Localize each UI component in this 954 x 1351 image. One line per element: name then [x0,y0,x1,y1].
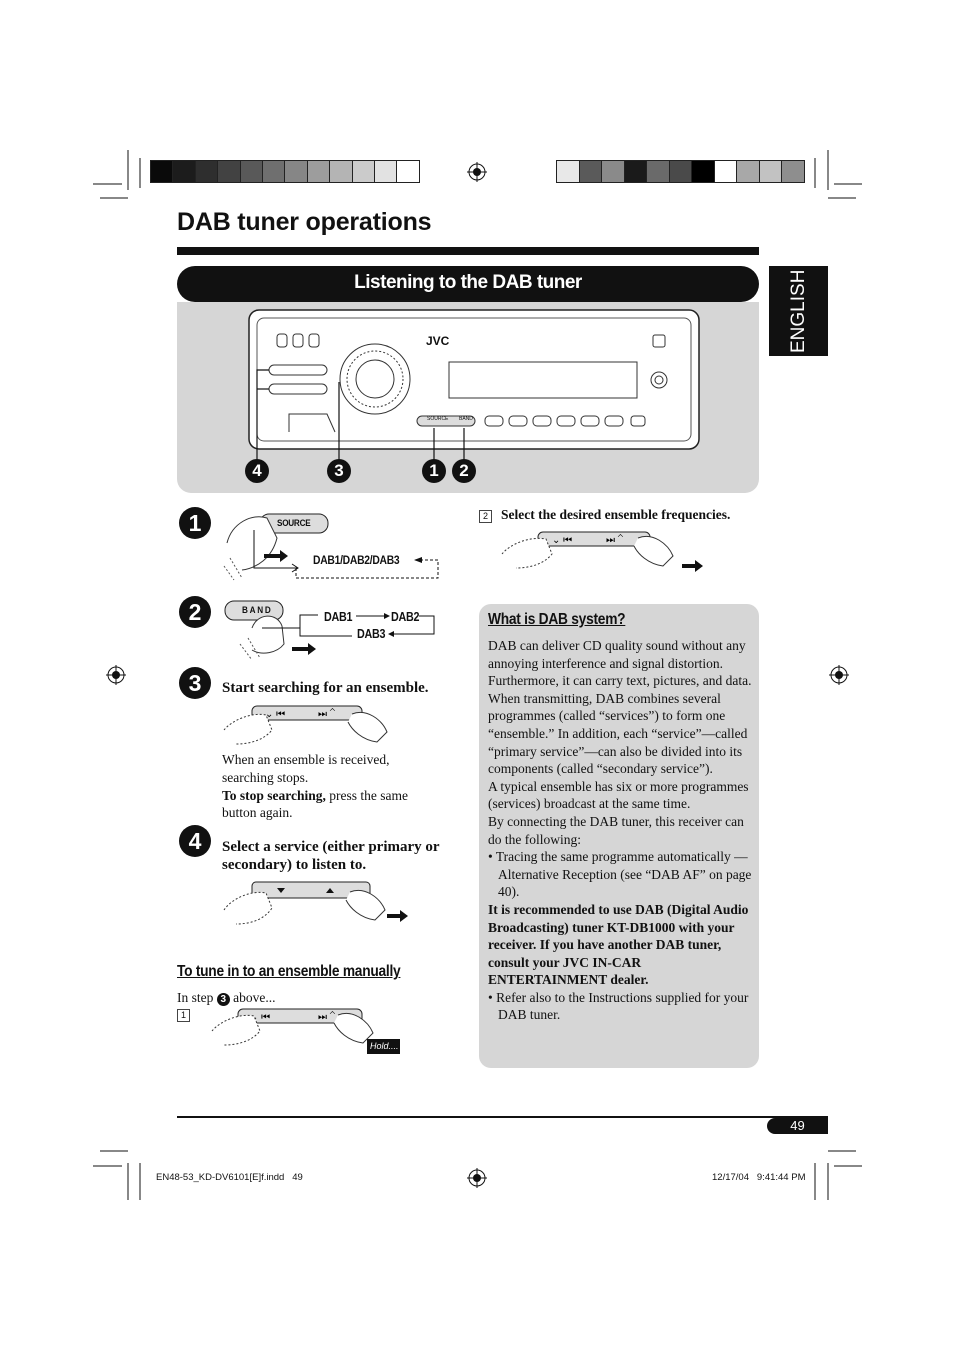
step-1-illustration [223,513,439,581]
page-number-tab: 49 [767,1118,828,1134]
step-2-dab1: DAB1 [324,610,353,624]
step-3-stop-text: To stop searching, press the same [222,787,408,805]
dab-info-para3: By connecting the DAB tuner, this receiv… [488,813,744,847]
footer-timestamp: 12/17/04 9:41:44 PM [712,1172,806,1183]
registration-mark-right [829,665,849,685]
registration-mark-left [106,665,126,685]
step-3-stop-bold: To stop searching, [222,788,326,803]
hold-label: Hold.... [370,1041,399,1051]
substep-1-box: 1 [177,1009,190,1022]
step-2-band-button-label: BAND [242,605,273,616]
device-source-label: SOURCE [427,416,449,422]
color-swatch [374,160,398,183]
language-tab: ENGLISH [769,266,828,356]
manual-in-step-num: 3 [216,993,230,1006]
color-swatch [736,160,760,183]
color-swatch [262,160,286,183]
color-swatch [646,160,670,183]
step-3-heading: Start searching for an ensemble. [222,680,429,696]
manual-substep-2-text: Select the desired ensemble frequencies. [501,507,731,522]
title-rule [177,247,759,255]
manual-in-step-after: above... [229,990,276,1005]
svg-text:⌄ ⏮: ⌄ ⏮ [250,1012,270,1023]
dab-info-heading: What is DAB system? [488,611,626,628]
step-4-heading-line2: secondary) to listen to. [222,857,367,873]
step-2-dab2: DAB2 [391,610,420,624]
dab-info-panel [479,604,759,1068]
dab-info-body: DAB can deliver CD quality sound without… [488,637,752,1024]
section-title: DAB tuner operations [177,208,432,236]
manual-step-1-illustration: ⌄ ⏮ ⏭ ⌃ [211,1008,400,1054]
manual-substep-2: 2 [479,507,492,525]
manual-heading: To tune in to an ensemble manually [177,963,401,980]
color-swatch [668,160,692,183]
manual-in-step: In step 3 above... [177,989,275,1007]
svg-text:⏭ ⌃: ⏭ ⌃ [606,534,624,546]
color-swatch [217,160,241,183]
callout-4: 4 [245,459,269,483]
color-swatch [306,160,331,183]
svg-text:⏭ ⌃: ⏭ ⌃ [318,1011,336,1023]
color-swatch [623,160,647,183]
color-swatch [351,160,375,183]
footer-file-name: EN48-53_KD-DV6101[E]f.indd 49 [156,1172,303,1183]
callout-1: 1 [422,459,446,483]
banner-title: Listening to the DAB tuner [354,272,582,293]
color-swatch [758,160,782,183]
step-3-stop-line2: button again. [222,805,293,820]
color-swatch [556,160,580,183]
step-3-note-line1: When an ensemble is received, [222,752,390,767]
registration-mark-bottom [467,1168,487,1188]
registration-mark-top [467,162,487,182]
dab-info-para2: A typical ensemble has six or more progr… [488,778,749,812]
banner: Listening to the DAB tuner [177,266,759,302]
language-tab-label: ENGLISH [788,269,809,353]
color-swatch [396,160,420,183]
color-swatch [150,160,174,183]
color-swatch [691,160,715,183]
color-swatch [601,160,625,183]
color-swatch [329,160,353,183]
dab-info-para1: DAB can deliver CD quality sound without… [488,638,752,777]
manual-step-2-illustration: ⌄ ⏮ ⏭ ⌃ [501,531,703,572]
color-swatch [194,160,219,183]
step-4-illustration [223,881,408,925]
step-2-dab3: DAB3 [357,627,386,641]
color-swatch [239,160,263,183]
step-2-illustration [224,600,435,660]
callout-3: 3 [327,459,351,483]
callout-2: 2 [452,459,476,483]
color-swatch [713,160,737,183]
page-number: 49 [790,1118,805,1133]
substep-2-box: 2 [479,510,492,523]
car-receiver-illustration [248,309,700,462]
device-brand: JVC [426,334,450,348]
manual-in-step-before: In step [177,990,217,1005]
step-1-cycle-label: DAB1/DAB2/DAB3 [313,553,400,567]
step-3-note-line2: searching stops. [222,770,309,785]
manual-substep-1: 1 [177,1006,190,1024]
color-swatch [578,160,602,183]
footer-rule [177,1116,828,1118]
step-2-number: 2 [179,596,211,628]
svg-text:⏭ ⌃: ⏭ ⌃ [318,708,336,720]
device-band-label: BAND [459,416,473,422]
dab-info-bullet1: • Tracing the same programme automatical… [488,849,752,900]
step-3-stop-rest: press the same [325,788,409,803]
svg-text:⌄ ⏮: ⌄ ⏮ [552,535,572,546]
step-4-heading-line1: Select a service (either primary or [222,839,440,855]
step-3-number: 3 [179,667,211,699]
dab-info-bullet2: • Refer also to the Instructions supplie… [488,989,749,1023]
step-1-source-button-label: SOURCE [277,518,311,529]
color-swatch [284,160,308,183]
color-swatch [781,160,805,183]
dab-info-bold: It is recommended to use DAB (Digital Au… [488,901,749,988]
color-swatch [172,160,196,183]
svg-text:⌄ ⏮: ⌄ ⏮ [265,709,285,720]
step-3-illustration: ⌄ ⏮ ⏭ ⌃ [223,705,388,745]
step-4-number: 4 [179,825,211,857]
step-1-number: 1 [179,507,211,539]
